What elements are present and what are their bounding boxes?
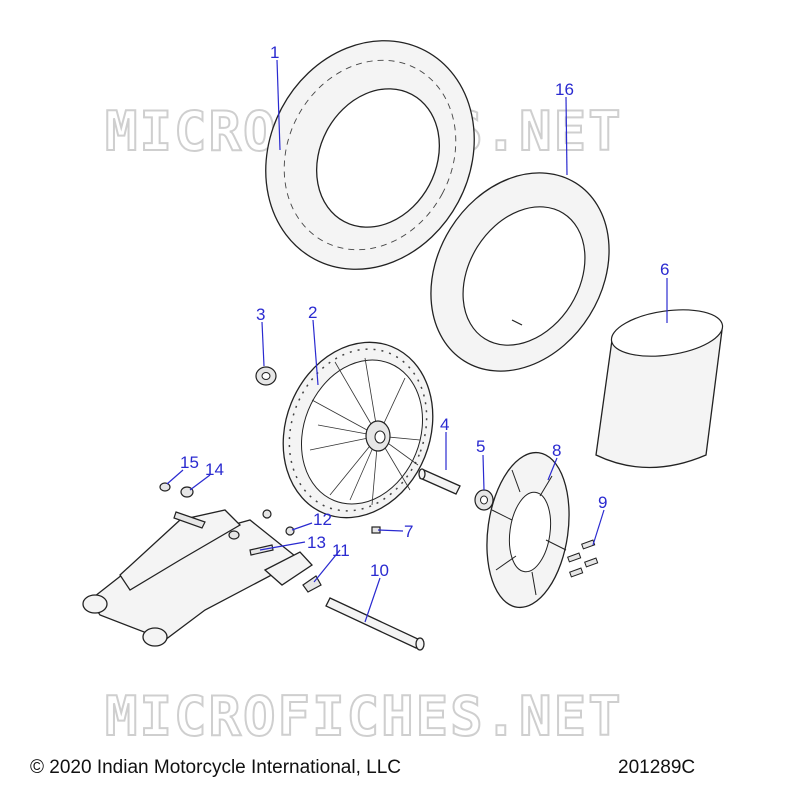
- callout-11: 11: [332, 541, 350, 560]
- callout-6: 6: [660, 260, 669, 279]
- callout-12: 12: [313, 510, 332, 529]
- callout-5: 5: [476, 437, 485, 456]
- bearing-left: [255, 366, 277, 386]
- callout-7: 7: [404, 522, 413, 541]
- callout-8: 8: [552, 441, 561, 460]
- tire: [265, 40, 475, 270]
- drawing-number: 201289C: [618, 757, 696, 778]
- callout-leaders: [166, 59, 668, 623]
- callout-2: 2: [308, 303, 317, 322]
- swingarm: [82, 509, 313, 647]
- callout-numbers: 1 2 3 4 5 6 7 8 9 10 11 12 13 14 15 16: [180, 43, 669, 580]
- rear-axle: [325, 597, 425, 651]
- brake-rotor: [486, 451, 570, 609]
- callout-14: 14: [205, 460, 224, 479]
- axle-spacer: [418, 468, 461, 495]
- callout-16: 16: [555, 80, 574, 99]
- callout-15: 15: [180, 453, 199, 472]
- callout-13: 13: [307, 533, 326, 552]
- callout-10: 10: [370, 561, 389, 580]
- rotor-bolts: [567, 539, 599, 578]
- rim-band: [595, 309, 724, 469]
- inner-tube: [430, 172, 610, 372]
- copyright-notice: © 2020 Indian Motorcycle International, …: [30, 757, 401, 778]
- watermark-bottom: MICROFICHES.NET: [105, 685, 623, 748]
- callout-1: 1: [270, 43, 279, 62]
- callout-3: 3: [256, 305, 265, 324]
- bearing-right: [474, 489, 494, 511]
- callout-9: 9: [598, 493, 607, 512]
- spoked-wheel: [282, 341, 434, 519]
- callout-4: 4: [440, 415, 449, 434]
